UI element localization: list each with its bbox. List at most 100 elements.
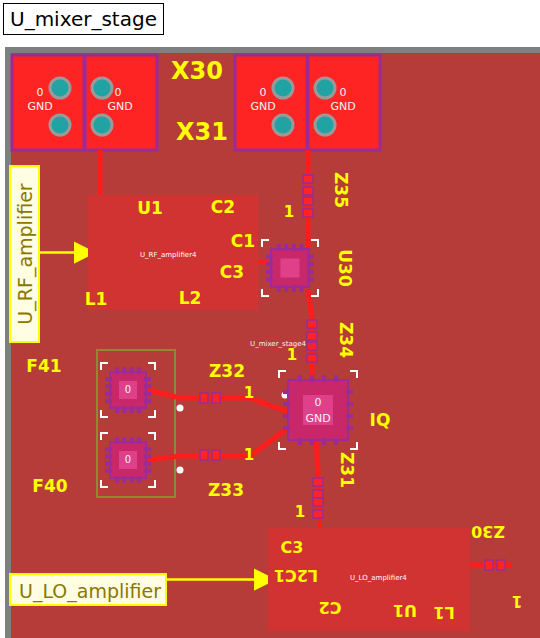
passive-footprint bbox=[200, 450, 220, 460]
pad-net-text: GND bbox=[250, 101, 275, 112]
pcb-graphic bbox=[137, 406, 141, 413]
pcb-graphic bbox=[277, 285, 281, 292]
pcb-graphic bbox=[346, 426, 353, 430]
pcb-graphic bbox=[105, 399, 112, 403]
pcb-graphic bbox=[235, 55, 307, 150]
ref-designator: Z34 bbox=[337, 322, 354, 358]
ref-designator: Z30 bbox=[471, 523, 505, 539]
pcb-graphic bbox=[307, 262, 314, 266]
pcb-graphic bbox=[334, 375, 338, 382]
connector-footprint bbox=[235, 55, 380, 150]
pcb-graphic bbox=[346, 414, 353, 418]
pcb-graphic bbox=[101, 363, 108, 370]
pcb-graphic bbox=[122, 367, 126, 374]
pcb-graphic bbox=[303, 197, 313, 205]
pad-net-text: 0 bbox=[37, 87, 44, 98]
pcb-graphic bbox=[322, 438, 326, 445]
pcb-graphic bbox=[92, 115, 112, 135]
pcb-graphic bbox=[266, 277, 273, 281]
callout-text: U_LO_amplifier bbox=[19, 582, 161, 601]
pcb-graphic bbox=[303, 209, 313, 217]
pcb-graphic bbox=[212, 393, 220, 403]
pcb-graphic bbox=[122, 476, 126, 483]
pcb-graphic bbox=[105, 462, 112, 466]
ref-designator: C1 bbox=[231, 233, 255, 250]
pcb-graphic bbox=[292, 244, 296, 251]
ref-designator: C2 bbox=[211, 199, 235, 216]
pcb-graphic bbox=[298, 438, 302, 445]
pcb-graphic bbox=[346, 402, 353, 406]
pad-net-text: GND bbox=[107, 101, 132, 112]
pcb-graphic bbox=[307, 320, 317, 328]
pcb-graphic bbox=[283, 402, 290, 406]
pcb-graphic bbox=[200, 393, 208, 403]
ref-designator: Z31 bbox=[338, 452, 355, 488]
pcb-graphic bbox=[105, 469, 112, 473]
pcb-graphic bbox=[334, 438, 338, 445]
pad-net-text: 0 bbox=[125, 455, 131, 465]
pcb-graphic bbox=[271, 249, 309, 287]
pcb-graphic bbox=[200, 450, 208, 460]
ref-designator: C3 bbox=[220, 264, 244, 281]
pcb-graphic bbox=[92, 78, 112, 98]
pcb-graphic bbox=[122, 406, 126, 413]
callout-text: U_RF_amplifier bbox=[15, 183, 34, 324]
ref-designator: 1 bbox=[295, 505, 305, 520]
pcb-graphic bbox=[310, 375, 314, 382]
pcb-graphic bbox=[148, 363, 155, 370]
qfn-chip bbox=[262, 240, 318, 296]
pcb-graphic bbox=[266, 255, 273, 259]
callout-box: U_LO_amplifier bbox=[9, 573, 167, 606]
pcb-graphic bbox=[115, 406, 119, 413]
ref-designator: F41 bbox=[26, 358, 61, 375]
pcb-graphic bbox=[313, 498, 323, 506]
pcb-graphic bbox=[144, 447, 151, 451]
connector-ref: X31 bbox=[176, 120, 228, 144]
passive-footprint bbox=[303, 197, 313, 217]
pcb-graphic bbox=[307, 277, 314, 281]
pcb-graphic bbox=[307, 354, 317, 362]
pcb-graphic bbox=[101, 480, 108, 487]
ref-designator: L2 bbox=[179, 290, 202, 307]
pcb-graphic bbox=[110, 372, 146, 408]
pcb-graphic bbox=[299, 244, 303, 251]
pcb-graphic bbox=[105, 384, 112, 388]
pcb-graphic bbox=[212, 450, 220, 460]
passive-footprint bbox=[303, 175, 313, 195]
pad-net-text: 0 bbox=[125, 385, 131, 395]
pcb-graphic bbox=[144, 384, 151, 388]
pcb-graphic bbox=[137, 367, 141, 374]
ref-designator: C3 bbox=[281, 540, 304, 556]
pin1-dot bbox=[177, 467, 184, 474]
passive-footprint bbox=[485, 560, 505, 570]
pcb-graphic bbox=[144, 399, 151, 403]
pcb-graphic bbox=[130, 406, 134, 413]
ref-designator: U1 bbox=[393, 602, 417, 618]
pcb-graphic bbox=[292, 285, 296, 292]
pcb-graphic bbox=[346, 390, 353, 394]
filter-group-outline bbox=[97, 350, 175, 497]
pad-net-text: 0 bbox=[260, 87, 267, 98]
pcb-graphic bbox=[50, 115, 70, 135]
pad-net-text: GND bbox=[330, 101, 355, 112]
pcb-graphic bbox=[85, 55, 157, 150]
pcb-graphic bbox=[284, 285, 288, 292]
group-designator: U_RF_amplifier4 bbox=[140, 252, 197, 259]
pcb-graphic bbox=[315, 78, 335, 98]
pad-net-text: 0 bbox=[340, 87, 347, 98]
pcb-graphic bbox=[262, 240, 269, 247]
pcb-graphic bbox=[115, 367, 119, 374]
pcb-graphic bbox=[122, 437, 126, 444]
qfn-chip bbox=[279, 371, 357, 449]
pcb-graphic bbox=[350, 442, 357, 449]
ref-designator: C2 bbox=[319, 599, 342, 615]
ref-designator: 1 bbox=[512, 593, 522, 608]
ref-designator: L1 bbox=[433, 604, 454, 620]
pcb-graphic bbox=[311, 240, 318, 247]
ref-designator: Z35 bbox=[332, 172, 349, 208]
pcb-graphic bbox=[137, 476, 141, 483]
ref-designator: L1 bbox=[85, 291, 108, 308]
ref-designator: F40 bbox=[32, 478, 67, 495]
passive-footprint bbox=[200, 393, 220, 403]
callout-arrow bbox=[40, 251, 94, 254]
